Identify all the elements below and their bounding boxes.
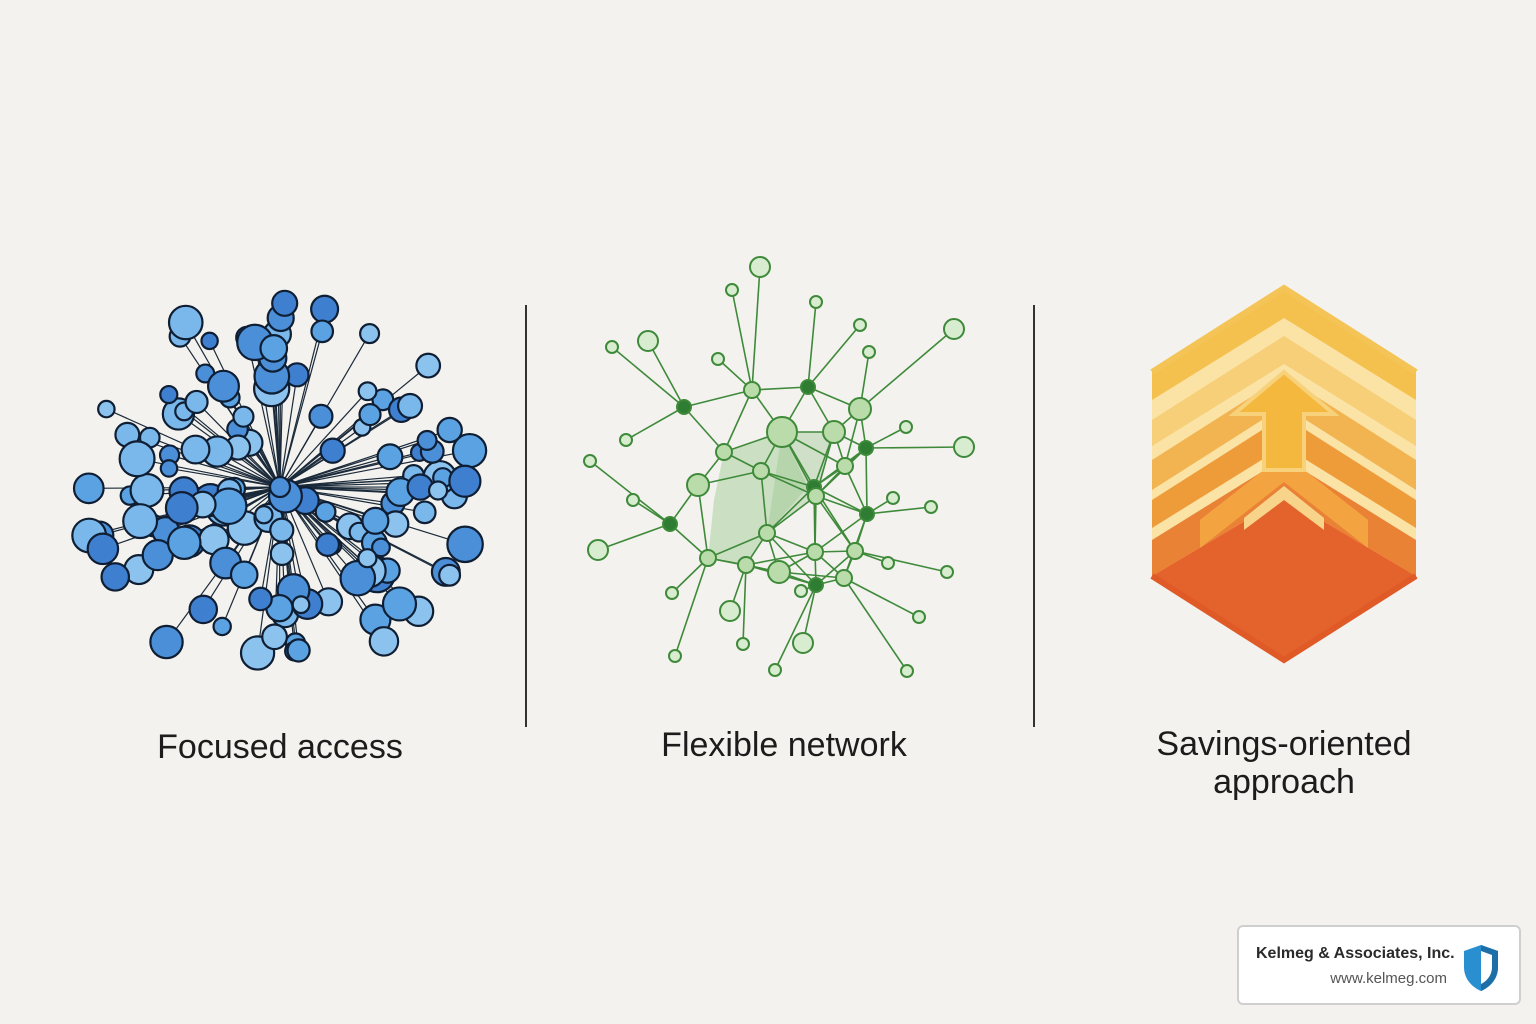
savings-caption-line1: Savings-oriented — [1156, 725, 1412, 763]
flexible-network-caption: Flexible network — [661, 726, 907, 764]
layered-hexagon-arrow-icon — [1150, 284, 1418, 664]
flexible-network-panel: Flexible network — [564, 0, 1004, 1024]
divider-right — [1033, 305, 1035, 727]
savings-panel: Savings-oriented approach — [1064, 0, 1504, 1024]
shield-icon — [1464, 945, 1498, 991]
focused-access-panel: Focused access — [60, 0, 500, 1024]
company-badge: Kelmeg & Associates, Inc. www.kelmeg.com — [1237, 925, 1521, 1005]
savings-caption-line2: approach — [1213, 763, 1355, 801]
mesh-network-icon — [583, 256, 975, 678]
divider-left — [525, 305, 527, 727]
company-url[interactable]: www.kelmeg.com — [1330, 970, 1447, 987]
hub-network-icon — [71, 289, 488, 671]
company-name: Kelmeg & Associates, Inc. — [1256, 945, 1455, 962]
focused-access-caption: Focused access — [157, 728, 403, 766]
